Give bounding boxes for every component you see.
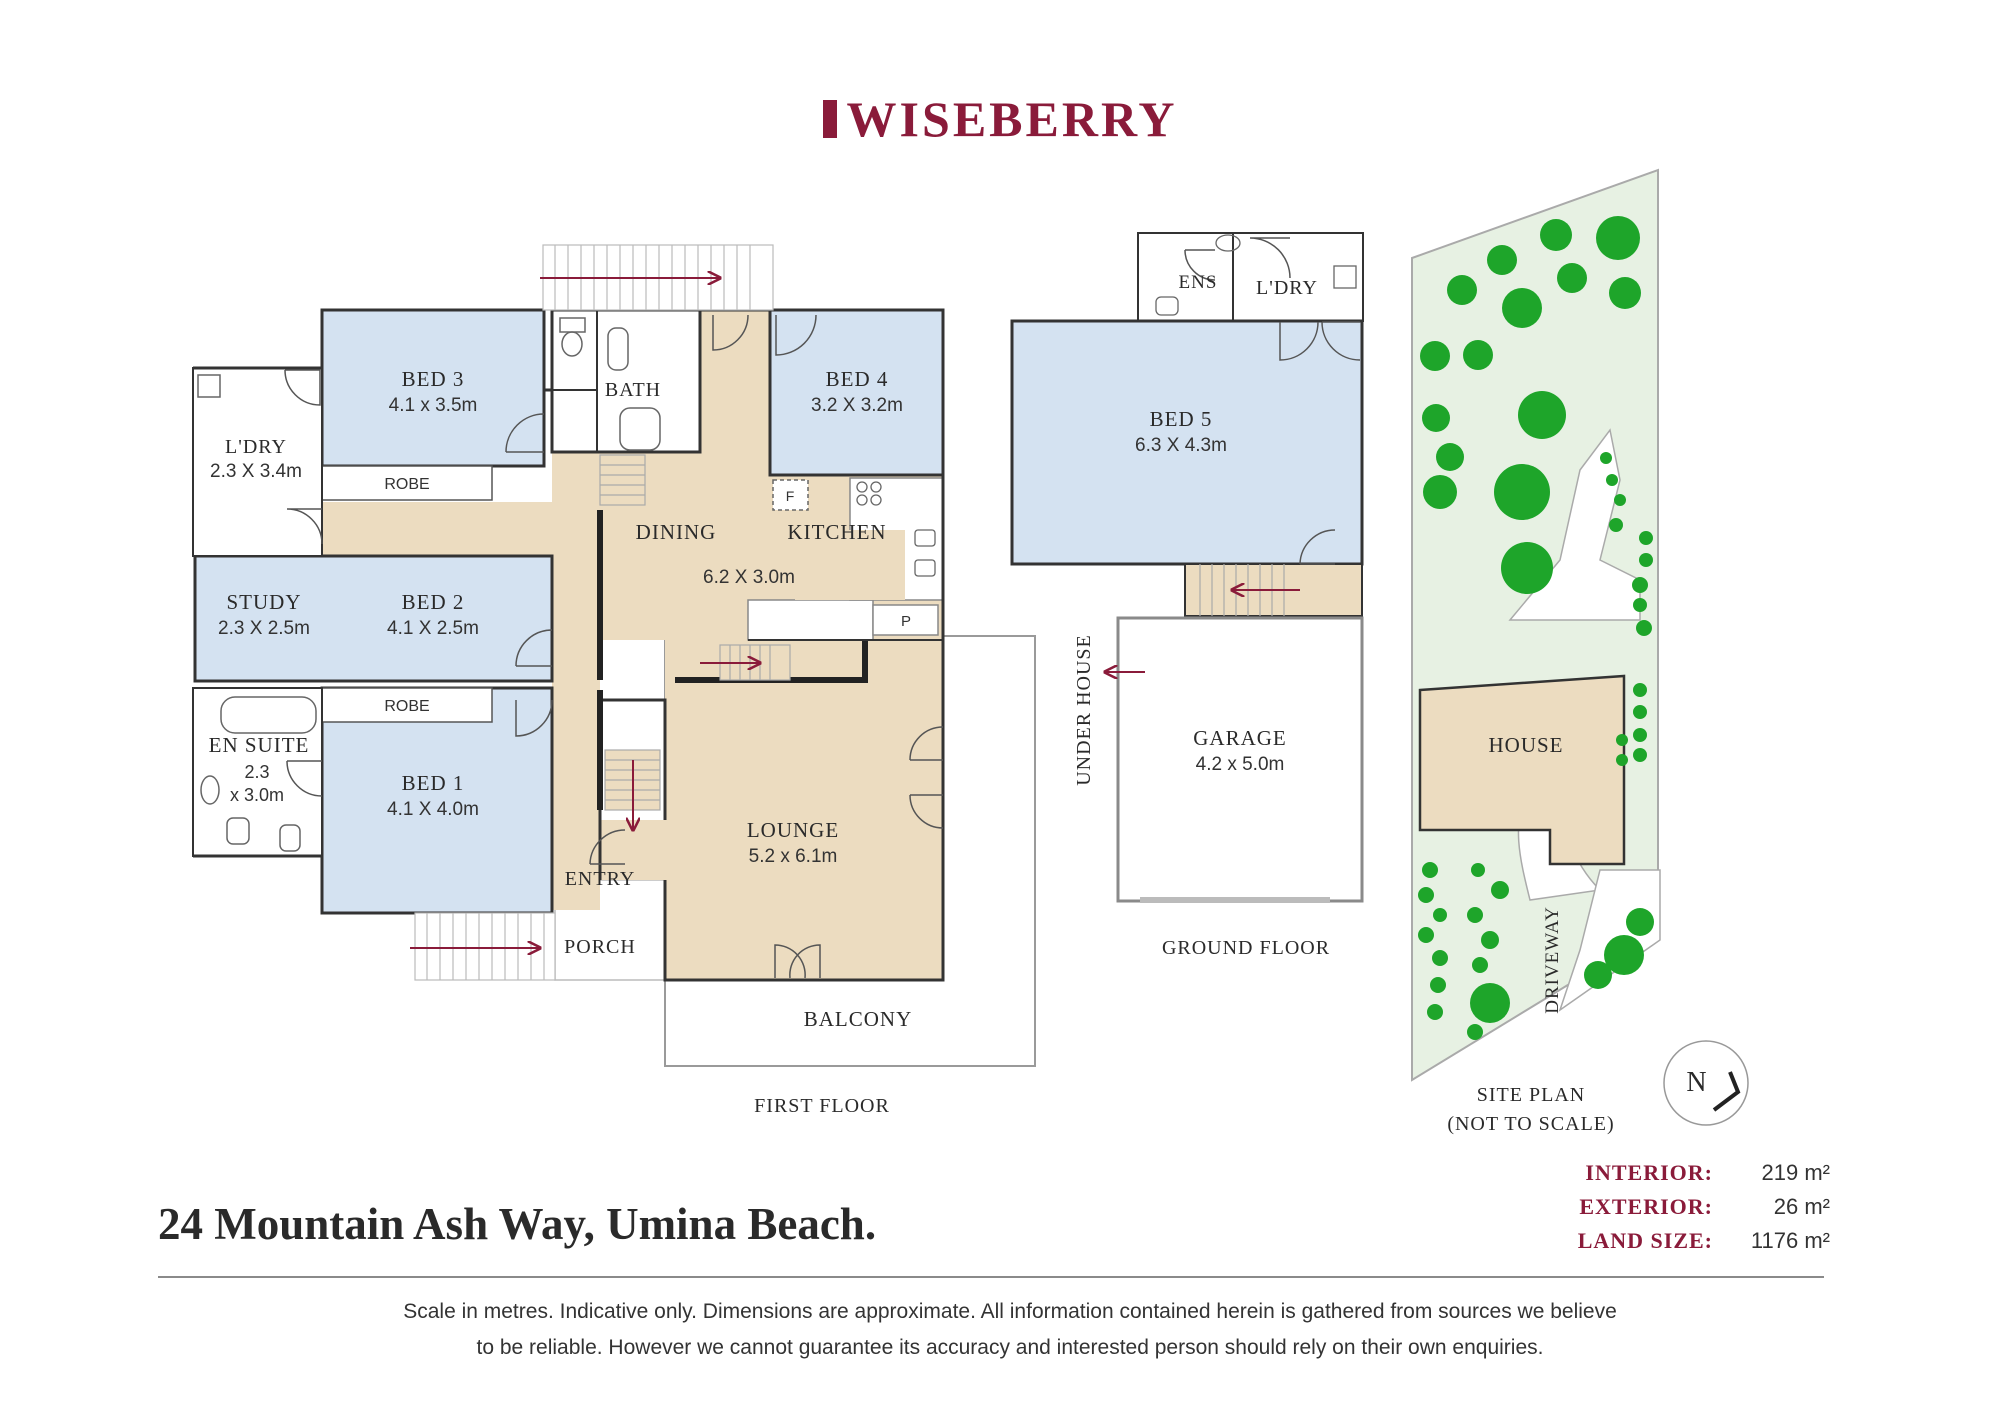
ens-room [1137, 232, 1234, 322]
kitchen-work-area [795, 530, 905, 600]
dining-kitchen-size: 6.2 X 3.0m [703, 567, 795, 588]
garage-label: GARAGE [1193, 726, 1287, 750]
ensuite-basin-icon [200, 775, 220, 805]
laundry-tub-icon [197, 374, 221, 398]
site-plan [1411, 168, 1749, 1126]
first-ldry-label: L'DRY [225, 436, 287, 458]
north-compass-icon [1663, 1040, 1749, 1126]
area-value: 26 m² [1773, 1194, 1830, 1219]
bed4-room [768, 308, 945, 477]
area-row-exterior: EXTERIOR: 26 m² [1540, 1194, 1830, 1228]
brand-logo: WISEBERRY [0, 90, 2000, 148]
ensuite-bath-icon [220, 696, 317, 734]
north-label: N [1686, 1067, 1707, 1098]
bed1-size: 4.1 X 4.0m [387, 799, 479, 820]
area-summary: INTERIOR: 219 m² EXTERIOR: 26 m² LAND SI… [1540, 1160, 1830, 1262]
robe-upper [321, 465, 493, 501]
robe-lower-label: ROBE [384, 698, 429, 715]
area-label: LAND SIZE: [1577, 1228, 1713, 1253]
pantry-box [872, 604, 939, 636]
site-plan-caption-line1: SITE PLAN [1477, 1084, 1585, 1106]
ground-ldry-label: L'DRY [1256, 277, 1318, 299]
garage-room [1116, 616, 1364, 903]
disclaimer-line2: to be reliable. However we cannot guaran… [476, 1336, 1544, 1359]
driveway-label: DRIVEWAY [1542, 906, 1563, 1014]
sink-icon [914, 529, 936, 547]
disclaimer-line1: Scale in metres. Indicative only. Dimens… [403, 1300, 1617, 1323]
bed4-size: 3.2 X 3.2m [811, 395, 903, 416]
area-row-land: LAND SIZE: 1176 m² [1540, 1228, 1830, 1262]
dining-label: DINING [636, 520, 717, 544]
fridge-box [772, 479, 809, 511]
area-label: INTERIOR: [1585, 1160, 1713, 1185]
cooktop-icon [856, 481, 868, 493]
bed3-size: 4.1 x 3.5m [389, 395, 478, 416]
bed2-label: BED 2 [402, 590, 465, 614]
logo-mark-icon [822, 100, 837, 138]
robe-lower [321, 687, 493, 723]
area-row-interior: INTERIOR: 219 m² [1540, 1160, 1830, 1194]
bed5-room [1010, 319, 1364, 566]
kitchen-label: KITCHEN [787, 520, 886, 544]
basin-icon [607, 327, 629, 371]
area-label: EXTERIOR: [1579, 1194, 1713, 1219]
porch-label: PORCH [564, 936, 636, 958]
area-value: 1176 m² [1750, 1228, 1830, 1253]
under-house-label: UNDER HOUSE [1073, 634, 1095, 786]
lounge-floor [665, 640, 943, 980]
fridge-label: F [786, 488, 795, 504]
ground-floor-plan [1010, 232, 1364, 903]
bed5-label: BED 5 [1150, 407, 1213, 431]
site-house-label: HOUSE [1488, 733, 1563, 757]
disclaimer: Scale in metres. Indicative only. Dimens… [300, 1294, 1720, 1366]
lounge-label: LOUNGE [747, 818, 839, 842]
balcony-label: BALCONY [804, 1007, 913, 1031]
ensuite-toilet-icon [226, 817, 250, 845]
ground-floor-caption: GROUND FLOOR [1162, 937, 1330, 959]
first-floor-caption: FIRST FLOOR [754, 1095, 890, 1117]
first-floor-plan [192, 244, 1036, 1067]
kitchen-island [747, 599, 874, 641]
site-plan-caption-line2: (NOT TO SCALE) [1447, 1113, 1614, 1135]
property-address: 24 Mountain Ash Way, Umina Beach. [158, 1199, 877, 1249]
hall-to-bed4 [700, 310, 770, 450]
door-swings [284, 314, 944, 979]
bed5-size: 6.3 X 4.3m [1135, 435, 1227, 456]
ens-label: ENS [1179, 272, 1218, 293]
bathtub-icon [619, 407, 661, 451]
ensuite-size-line2: x 3.0m [230, 785, 284, 805]
hallway-upper [322, 502, 552, 556]
robe-upper-label: ROBE [384, 476, 429, 493]
first-ldry-size: 2.3 X 3.4m [210, 461, 302, 482]
entry-floor [555, 820, 665, 880]
house-footprint [1418, 674, 1626, 866]
study-size: 2.3 X 2.5m [218, 618, 310, 639]
lounge-size: 5.2 x 6.1m [749, 846, 838, 867]
ensuite-size-line1: 2.3 [244, 762, 269, 782]
bed1-room [320, 686, 554, 915]
room-labels: BED 3 4.1 x 3.5m BED 4 3.2 X 3.2m BATH L… [209, 272, 1707, 1135]
bath-label: BATH [605, 379, 661, 401]
pantry-label: P [901, 613, 911, 630]
divider [158, 1276, 1824, 1278]
bed4-label: BED 4 [826, 367, 889, 391]
garage-size: 4.2 x 5.0m [1196, 754, 1285, 775]
bed1-label: BED 1 [402, 771, 465, 795]
stairs-porch [414, 912, 556, 981]
study-bed2-room [193, 554, 554, 683]
entry-label: ENTRY [565, 868, 636, 890]
bed3-label: BED 3 [402, 367, 465, 391]
ensuite-label: EN SUITE [209, 733, 310, 757]
brand-name: WISEBERRY [846, 91, 1178, 147]
study-label: STUDY [226, 590, 301, 614]
area-value: 219 m² [1761, 1160, 1830, 1185]
bed2-size: 4.1 X 2.5m [387, 618, 479, 639]
trees [1418, 216, 1654, 1040]
